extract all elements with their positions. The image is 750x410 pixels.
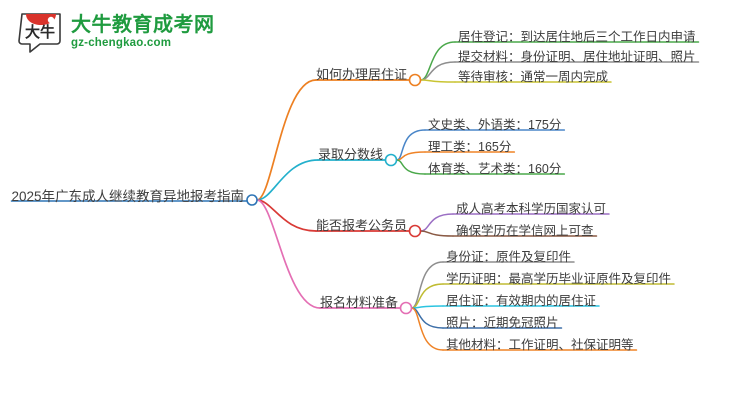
leaf-label-1-2: 体育类、艺术类：160分 (428, 162, 562, 176)
mindmap-connectors (10, 41, 700, 351)
mindmap-node-dot[interactable] (399, 301, 413, 315)
connector-path (256, 199, 317, 232)
branch-label-1: 录取分数线 (317, 147, 383, 162)
branch-label-0: 如何办理居住证 (315, 67, 407, 82)
leaf-label-3-4: 其他材料：工作证明、社保证明等 (446, 338, 634, 352)
leaf-label-1-1: 理工类：165分 (428, 140, 512, 154)
connector-path (256, 79, 317, 201)
connector-path (419, 230, 454, 237)
mindmap-node-dot[interactable] (384, 153, 398, 167)
site-logo[interactable]: 大牛 大牛教育成考网 gz-chengkao.com (18, 10, 215, 54)
leaf-label-3-1: 学历证明：最高学历毕业证原件及复印件 (446, 272, 672, 286)
logo-subtitle: gz-chengkao.com (71, 37, 172, 49)
connector-path (256, 199, 321, 309)
svg-text:大牛: 大牛 (25, 23, 55, 41)
mindmap-node-dot[interactable] (246, 194, 258, 206)
connector-path (395, 159, 426, 175)
connector-path (419, 41, 456, 81)
speech-bubble-logo-icon: 大牛 (18, 10, 64, 54)
connector-path (419, 79, 456, 83)
leaf-label-0-1: 提交材料：身份证明、居住地址证明、照片 (458, 50, 696, 64)
logo-title: 大牛教育成考网 (71, 14, 215, 36)
leaf-label-0-2: 等待审核：通常一周内完成 (458, 70, 609, 84)
branch-label-3: 报名材料准备 (319, 295, 398, 310)
leaf-label-3-0: 身份证：原件及复印件 (446, 250, 572, 264)
mindmap-node-dot[interactable] (408, 224, 422, 238)
root-label: 2025年广东成人继续教育异地报考指南 (11, 189, 244, 204)
branch-label-2: 能否报考公务员 (315, 218, 407, 233)
connector-path (410, 307, 444, 351)
leaf-label-3-3: 照片：近期免冠照片 (446, 316, 559, 330)
leaf-label-2-1: 确保学历在学信网上可查 (456, 224, 594, 238)
mindmap-nodes (246, 73, 422, 315)
connector-path (395, 129, 426, 161)
leaf-label-0-0: 居住登记：到达居住地后三个工作日内申请 (458, 30, 696, 44)
logo-text-block: 大牛教育成考网 gz-chengkao.com (71, 14, 215, 50)
leaf-label-2-0: 成人高考本科学历国家认可 (456, 202, 607, 216)
mindmap-node-dot[interactable] (408, 73, 422, 87)
leaf-label-3-2: 居住证：有效期内的居住证 (446, 294, 597, 308)
connector-path (419, 61, 456, 81)
connector-path (419, 213, 454, 232)
connector-path (256, 159, 319, 201)
connector-path (410, 307, 444, 329)
connector-path (410, 283, 444, 309)
leaf-label-1-0: 文史类、外语类：175分 (428, 118, 562, 132)
